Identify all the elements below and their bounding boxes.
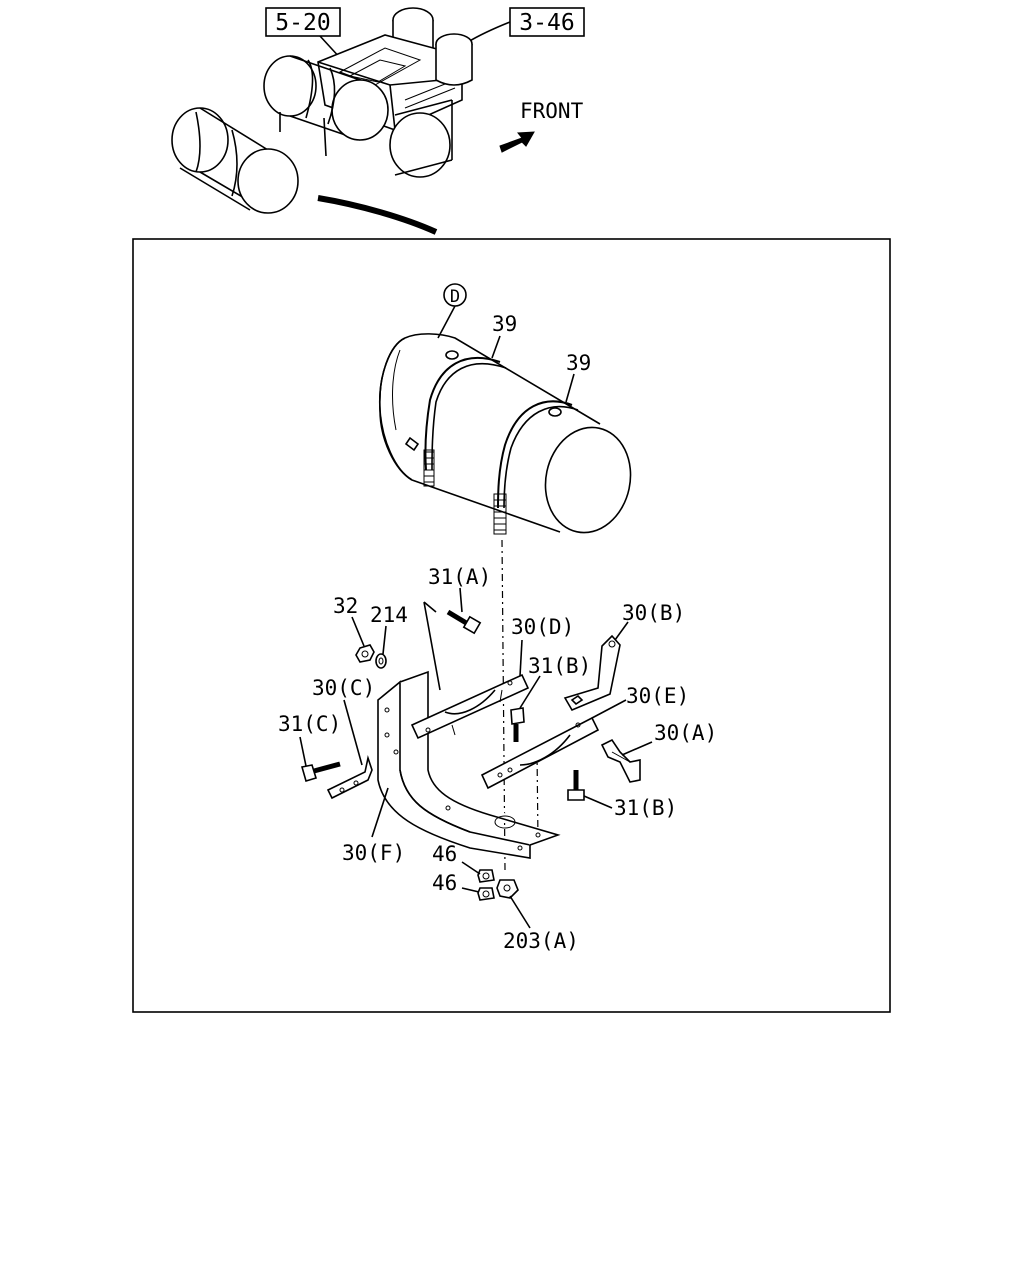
front-arrow-icon	[499, 131, 535, 153]
bracket-30c[interactable]	[326, 754, 373, 800]
tank-left-lower	[171, 107, 299, 214]
nut-203a[interactable]	[496, 879, 519, 899]
label-31c: 31(C)	[278, 712, 341, 736]
label-30e: 30(E)	[626, 684, 689, 708]
leader-30f	[371, 787, 389, 838]
tank-band-upper[interactable]	[423, 357, 507, 487]
label-31b-upper: 31(B)	[528, 654, 591, 678]
leader-30b	[614, 621, 629, 641]
tank-right-lower	[389, 99, 453, 178]
tank-end-cap	[544, 426, 632, 534]
bracket-30b[interactable]	[563, 634, 621, 712]
label-39-upper: 39	[492, 312, 517, 336]
label-32: 32	[333, 594, 358, 618]
ref-box-5-20[interactable]: 5-20	[265, 7, 341, 37]
label-46-lower: 46	[432, 871, 457, 895]
label-203a: 203(A)	[503, 929, 579, 953]
nut-46-upper[interactable]	[477, 869, 495, 883]
filler-boss-upper	[445, 350, 459, 360]
label-30f: 30(F)	[342, 841, 405, 865]
fuel-tank	[379, 333, 632, 534]
label-30b: 30(B)	[622, 601, 685, 625]
alignment-line-main	[501, 539, 506, 871]
alignment-line-right	[536, 751, 539, 841]
tank-3-46	[435, 33, 473, 86]
circle-d-marker[interactable]: D	[443, 283, 467, 307]
band-lug-left	[404, 436, 420, 452]
leader-31b-upper	[519, 675, 541, 709]
leader-46-upper	[461, 861, 481, 875]
leader-bolt-fan	[423, 601, 441, 691]
ref-box-3-46[interactable]: 3-46	[509, 7, 585, 37]
bolt-31a[interactable]	[446, 609, 482, 635]
leader-30e	[591, 699, 627, 719]
leader-circle-d	[437, 305, 456, 339]
tank-left-upper	[263, 55, 389, 157]
tank-band-lower[interactable]	[493, 400, 579, 535]
leader-46-lower	[461, 887, 480, 893]
magnify-arrow	[317, 195, 438, 235]
overview-assembly: 5-20 3-46	[171, 7, 585, 235]
bolt-31c[interactable]	[300, 761, 341, 782]
label-31a: 31(A)	[428, 565, 491, 589]
leader-30c	[343, 699, 363, 766]
leader-30d	[519, 639, 523, 677]
label-30a: 30(A)	[654, 721, 717, 745]
leader-3-46	[467, 21, 511, 43]
ref-label-3-46: 3-46	[519, 10, 574, 36]
label-214: 214	[370, 603, 408, 627]
leader-31a	[459, 587, 463, 613]
bracket-30f[interactable]	[377, 670, 561, 859]
nut-32[interactable]	[355, 644, 375, 663]
leader-30a	[621, 741, 653, 756]
leader-203a	[509, 895, 531, 929]
bracket-30e[interactable]	[480, 716, 600, 790]
label-30d: 30(D)	[511, 615, 574, 639]
label-30c: 30(C)	[312, 676, 375, 700]
detail-frame	[132, 238, 891, 1013]
leader-214	[382, 625, 387, 655]
leader-32	[351, 616, 365, 647]
filler-boss-lower	[548, 407, 562, 417]
label-46-upper: 46	[432, 842, 457, 866]
bolt-31b-upper[interactable]	[510, 707, 525, 742]
bracket-30a[interactable]	[600, 738, 641, 783]
washer-214[interactable]	[375, 653, 387, 669]
leader-39-lower	[565, 373, 575, 403]
circle-d-label: D	[450, 287, 460, 307]
bracket-30d[interactable]	[410, 673, 530, 740]
ref-label-5-20: 5-20	[275, 10, 330, 36]
label-39-lower: 39	[566, 351, 591, 375]
nut-46-lower[interactable]	[477, 887, 495, 901]
bolt-31b-lower[interactable]	[567, 770, 585, 801]
leader-31b-lower	[583, 795, 613, 809]
leader-39-upper	[491, 335, 501, 359]
label-31b-lower: 31(B)	[614, 796, 677, 820]
leader-31c	[299, 736, 307, 767]
front-label: FRONT	[520, 99, 584, 123]
